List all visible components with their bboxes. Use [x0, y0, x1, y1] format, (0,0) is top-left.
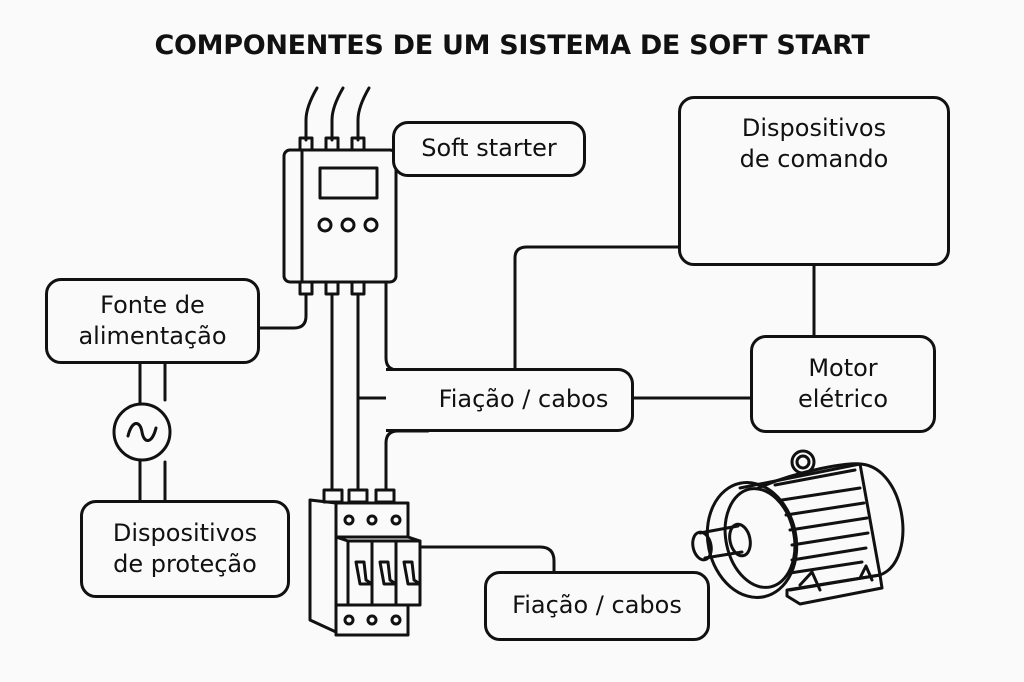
soft-starter-unit-icon — [282, 136, 398, 296]
control-wire — [384, 280, 517, 372]
electric-motor-icon — [691, 449, 905, 606]
wiring-secondary-label-text: Fiação / cabos — [512, 591, 682, 620]
diagram-title: COMPONENTES DE UM SISTEMA DE SOFT START — [154, 30, 870, 61]
protection-devices-label: Dispositivos de proteção — [80, 500, 290, 598]
command-wire — [513, 245, 682, 372]
ac-sine-source-icon — [112, 402, 172, 462]
command-devices-box: Dispositivos de comando — [678, 96, 950, 266]
command-devices-label-line2: de comando — [739, 145, 889, 174]
protection-devices-label-line2: de proteção — [113, 550, 257, 578]
protection-devices-label-line1: Dispositivos — [112, 518, 258, 547]
soft-starter-display — [318, 166, 379, 200]
motor-base — [785, 573, 884, 606]
ac-source-wires — [138, 360, 167, 502]
breaker-feed-wire — [384, 429, 430, 492]
motor-label: Motor elétrico — [750, 335, 936, 433]
power-supply-label-line1: Fonte de — [100, 290, 205, 319]
wiring-secondary-label: Fiação / cabos — [484, 571, 710, 641]
power-supply-label: Fonte de alimentação — [45, 278, 260, 364]
incoming-supply-wires — [304, 86, 371, 142]
soft-starter-label-text: Soft starter — [421, 134, 557, 163]
three-pole-circuit-breaker-icon — [308, 488, 422, 637]
soft-starter-label: Soft starter — [392, 121, 586, 177]
wiring-main-label-text: Fiação / cabos — [438, 385, 609, 414]
soft-starter-knob — [340, 217, 356, 233]
breaker-output-wire — [418, 545, 556, 574]
command-devices-label-line1: Dispositivos — [741, 114, 887, 142]
power-feed-wire — [258, 292, 308, 330]
motor-label-line1: Motor — [808, 353, 878, 382]
motor-label-line2: elétrico — [797, 385, 889, 413]
soft-starter-knob — [317, 217, 333, 233]
soft-starter-knob — [363, 217, 379, 233]
power-supply-label-line2: alimentação — [78, 322, 227, 350]
wiring-main-label: Fiação / cabos — [386, 368, 634, 432]
